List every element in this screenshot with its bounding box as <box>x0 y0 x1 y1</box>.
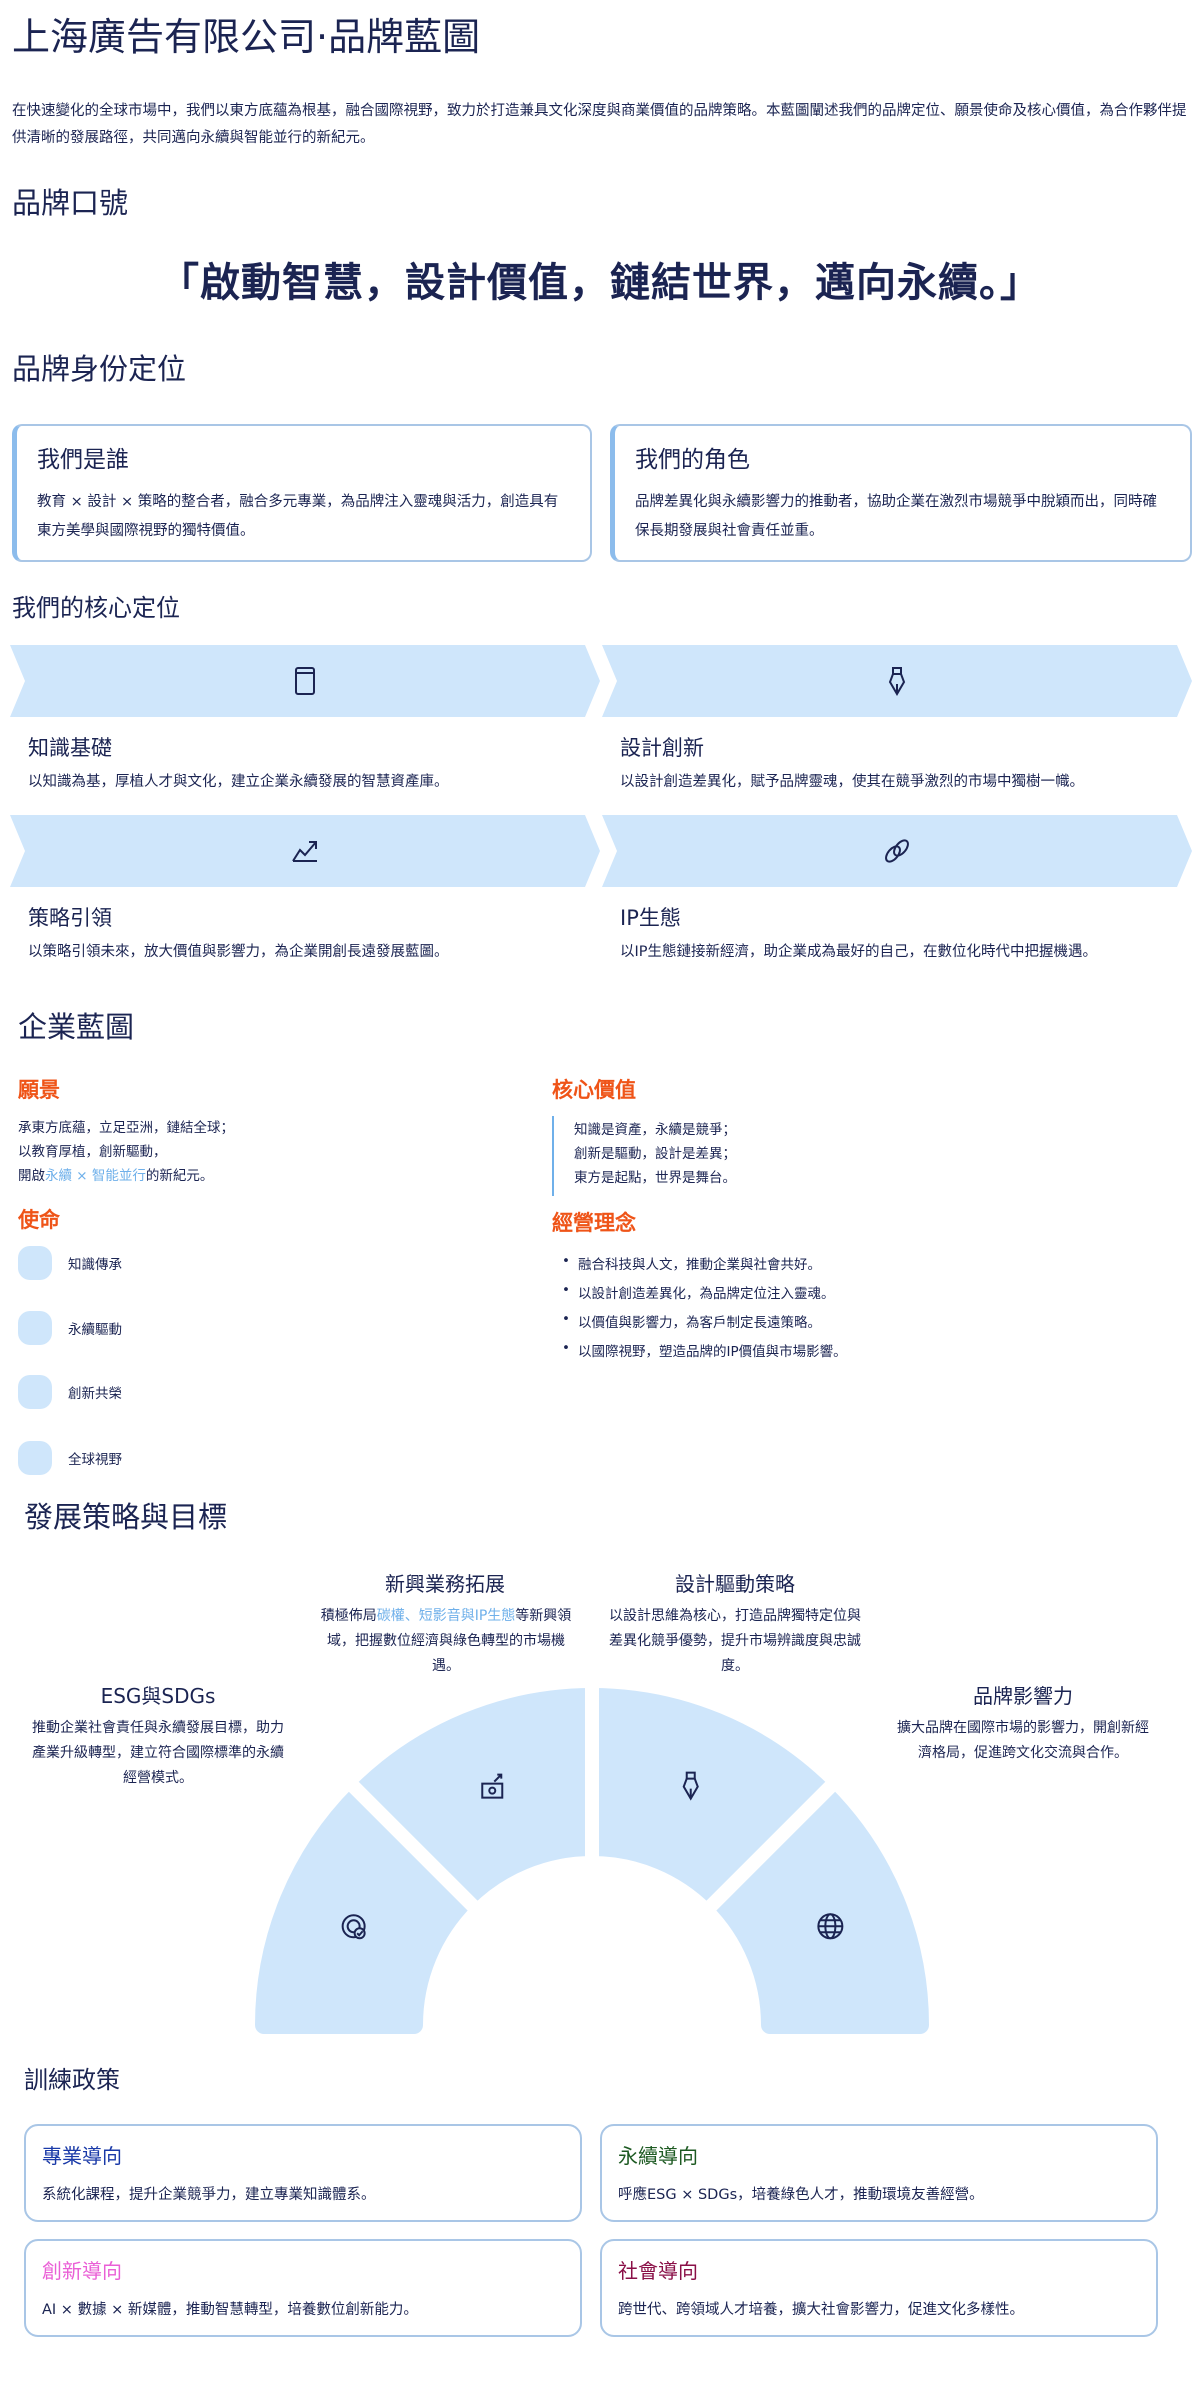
vision-text-pre: 開啟 <box>18 1168 45 1184</box>
strategy-desc: 以設計思維為核心，打造品牌獨特定位與差異化競爭優勢，提升市場辨識度與忠誠度。 <box>609 1608 861 1674</box>
philosophy-item: 融合科技與人文，推動企業與社會共好。 <box>562 1253 821 1273</box>
strategy-title: 設計驅動策略 <box>675 1572 795 1596</box>
card-desc: 教育 × 設計 × 策略的整合者，融合多元專業，為品牌注入靈魂與活力，創造具有東… <box>37 494 559 539</box>
core-heading: 我們的核心定位 <box>12 594 180 622</box>
identity-card-who: 我們是誰 教育 × 設計 × 策略的整合者，融合多元專業，為品牌注入靈魂與活力，… <box>12 424 592 562</box>
mission-marker <box>18 1375 52 1409</box>
core-item-desc: 以設計創造差異化，賦予品牌靈魂，使其在競爭激烈的市場中獨樹一幟。 <box>620 774 1084 790</box>
vision-text-post: 的新紀元。 <box>145 1168 214 1184</box>
chevron-design <box>602 645 1192 717</box>
training-title: 創新導向 <box>42 2259 122 2283</box>
philosophy-item: 以價值與影響力，為客戶制定長遠策略。 <box>562 1311 821 1331</box>
philosophy-item: 以國際視野，塑造品牌的IP價值與市場影響。 <box>562 1340 847 1360</box>
mission-item: 全球視野 <box>18 1441 122 1475</box>
segment-divider <box>698 1773 844 1919</box>
training-title: 專業導向 <box>42 2144 122 2168</box>
target-check-icon <box>341 1914 366 1940</box>
training-heading: 訓練政策 <box>24 2066 120 2094</box>
slogan-heading: 品牌口號 <box>12 186 129 220</box>
strategy-desc: 積極佈局碳權、短影音與IP生態等新興領域，把握數位經濟與綠色轉型的市場機遇。 <box>315 1604 577 1679</box>
strategy-title: ESG與SDGs <box>100 1684 216 1708</box>
strategy-heading: 發展策略與目標 <box>24 1500 228 1534</box>
globe-icon <box>817 1913 844 1940</box>
mission-item: 知識傳承 <box>18 1246 122 1280</box>
chevron-ip <box>602 815 1192 887</box>
chevron-strategy <box>10 815 600 887</box>
card-title: 我們的角色 <box>635 447 750 473</box>
training-title: 永續導向 <box>618 2144 698 2168</box>
strategy-title: 品牌影響力 <box>973 1684 1073 1708</box>
segment-divider <box>340 1773 486 1919</box>
blueprint-heading: 企業藍圖 <box>18 1010 135 1044</box>
identity-heading: 品牌身份定位 <box>12 352 187 386</box>
training-desc: 系統化課程，提升企業競爭力，建立專業知識體系。 <box>42 2187 376 2203</box>
book-icon <box>295 667 315 695</box>
core-item-desc: 以策略引領未來，放大價值與影響力，為企業開創長遠發展藍圖。 <box>28 944 449 960</box>
mission-label: 永續驅動 <box>68 1322 122 1338</box>
core-item-title: IP生態 <box>620 906 681 930</box>
values-title: 核心價值 <box>552 1078 636 1102</box>
training-card: 專業導向系統化課程，提升企業競爭力，建立專業知識體系。 <box>24 2124 582 2222</box>
strategy-title: 新興業務拓展 <box>385 1572 505 1596</box>
mission-marker <box>18 1311 52 1345</box>
mission-label: 全球視野 <box>68 1452 122 1468</box>
vision-line: 承東方底蘊，立足亞洲，鏈結全球； <box>18 1120 234 1136</box>
vision-line: 開啟永續 × 智能並行的新紀元。 <box>18 1164 234 1188</box>
vision-text: 承東方底蘊，立足亞洲，鏈結全球； 以教育厚植，創新驅動， 開啟永續 × 智能並行… <box>18 1116 234 1188</box>
mission-marker <box>18 1441 52 1475</box>
mission-label: 知識傳承 <box>68 1257 122 1273</box>
core-item-desc: 以IP生態鏈接新經濟，助企業成為最好的自己，在數位化時代中把握機遇。 <box>620 944 1098 960</box>
mission-item: 永續驅動 <box>18 1311 122 1345</box>
intro-paragraph: 在快速變化的全球市場中，我們以東方底蘊為根基，融合國際視野，致力於打造兼具文化深… <box>12 103 1187 146</box>
core-item-title: 策略引領 <box>28 906 112 930</box>
philosophy-item: 以設計創造差異化，為品牌定位注入靈魂。 <box>562 1282 834 1302</box>
core-item-title: 設計創新 <box>620 736 704 760</box>
mission-label: 創新共榮 <box>68 1386 122 1402</box>
training-card: 創新導向 AI × 數據 × 新媒體，推動智慧轉型，培養數位創新能力。 <box>24 2239 582 2337</box>
training-card: 社會導向跨世代、跨領域人才培養，擴大社會影響力，促進文化多樣性。 <box>600 2239 1158 2337</box>
page-title: 上海廣告有限公司·品牌藍圖 <box>12 15 481 59</box>
chevron-knowledge <box>10 645 600 717</box>
core-item-title: 知識基礎 <box>28 736 112 760</box>
link-icon <box>885 839 909 863</box>
strategy-desc-post: 等新興領域，把握數位經濟與綠色轉型的市場機遇。 <box>327 1608 572 1674</box>
mission-item: 創新共榮 <box>18 1375 122 1409</box>
pen-nib-icon <box>888 667 906 696</box>
pen-nib-icon <box>682 1771 699 1801</box>
growth-screen-icon <box>481 1773 504 1799</box>
strategy-desc: 擴大品牌在國際市場的影響力，開創新經濟格局，促進跨文化交流與合作。 <box>897 1720 1149 1761</box>
strategy-desc: 推動企業社會責任與永續發展目標，助力產業升級轉型，建立符合國際標準的永續經營模式… <box>32 1720 284 1786</box>
values-quote: 知識是資產，永續是競爭； 創新是驅動，設計是差異； 東方是起點，世界是舞台。 <box>552 1116 736 1196</box>
values-line: 東方是起點，世界是舞台。 <box>574 1170 736 1186</box>
core-item-desc: 以知識為基，厚植人才與文化，建立企業永續發展的智慧資產庫。 <box>28 774 449 790</box>
training-title: 社會導向 <box>618 2259 698 2283</box>
strategy-desc-pre: 積極佈局 <box>320 1608 377 1624</box>
training-desc: 跨世代、跨領域人才培養，擴大社會影響力，促進文化多樣性。 <box>618 2302 1024 2318</box>
mission-title: 使命 <box>18 1208 60 1232</box>
strategy-desc-highlight: 碳權、短影音與IP生態 <box>376 1608 516 1624</box>
slogan-text: 「啟動智慧，設計價值，鏈結世界，邁向永續。」 <box>159 260 1041 306</box>
trend-up-icon <box>292 841 317 862</box>
card-title: 我們是誰 <box>37 447 129 473</box>
training-desc: 呼應ESG × SDGs，培養綠色人才，推動環境友善經營。 <box>618 2187 984 2203</box>
vision-title: 願景 <box>18 1078 60 1102</box>
values-line: 創新是驅動，設計是差異； <box>574 1146 736 1162</box>
values-line: 知識是資產，永續是競爭； <box>574 1122 736 1138</box>
card-desc: 品牌差異化與永續影響力的推動者，協助企業在激烈市場競爭中脫穎而出，同時確保長期發… <box>635 494 1157 539</box>
vision-line: 以教育厚植，創新驅動， <box>18 1144 167 1160</box>
training-card: 永續導向呼應ESG × SDGs，培養綠色人才，推動環境友善經營。 <box>600 2124 1158 2222</box>
mission-marker <box>18 1246 52 1280</box>
training-desc: AI × 數據 × 新媒體，推動智慧轉型，培養數位創新能力。 <box>42 2302 418 2318</box>
vision-highlight: 永續 × 智能並行 <box>45 1168 146 1184</box>
identity-card-role: 我們的角色 品牌差異化與永續影響力的推動者，協助企業在激烈市場競爭中脫穎而出，同… <box>610 424 1192 562</box>
philosophy-title: 經營理念 <box>552 1211 636 1235</box>
